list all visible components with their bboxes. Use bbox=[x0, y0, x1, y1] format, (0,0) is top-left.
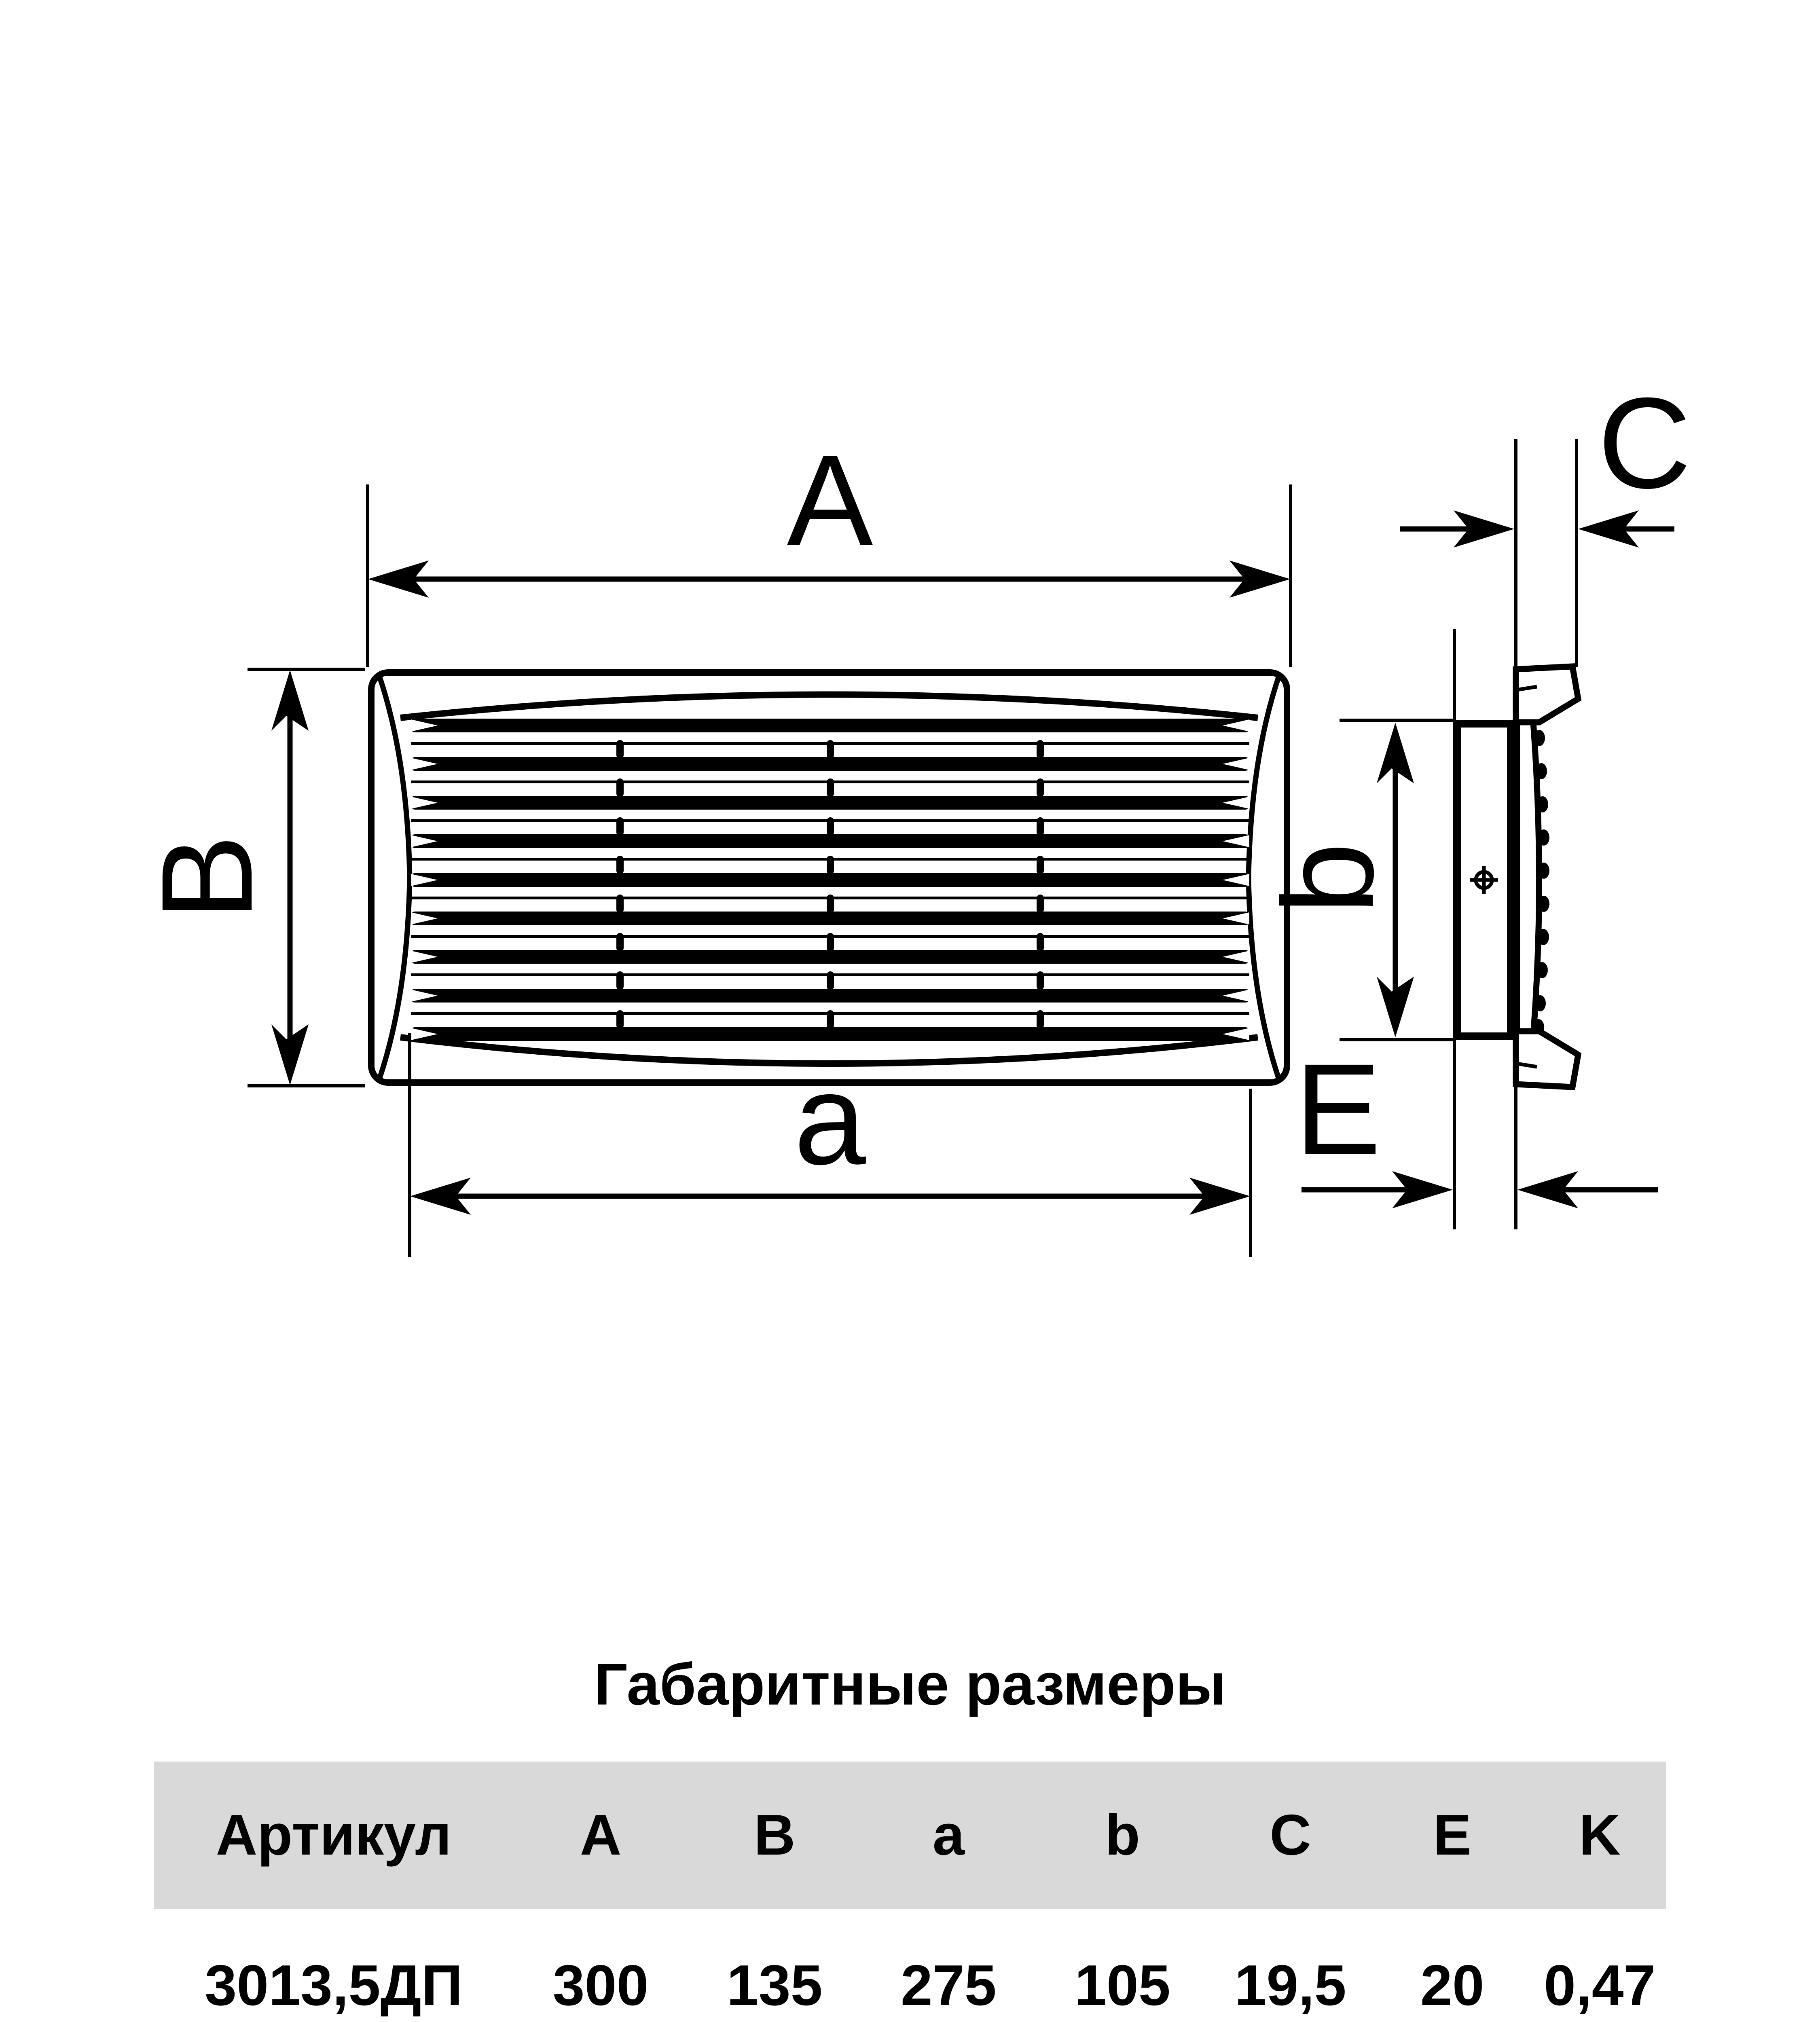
table-title: Габаритные размеры bbox=[594, 1651, 1226, 1717]
grille-frame bbox=[368, 669, 1290, 1086]
slat-line bbox=[411, 778, 1249, 797]
label-b: b bbox=[1255, 842, 1400, 914]
slat-line bbox=[411, 1010, 1249, 1029]
slat-line bbox=[411, 817, 1249, 836]
cell-A: 300 bbox=[552, 1953, 649, 2018]
side-view bbox=[1453, 439, 1582, 1229]
slat-line bbox=[411, 933, 1249, 952]
slat-bar bbox=[411, 1027, 1249, 1041]
arrowhead-down-icon bbox=[271, 1024, 309, 1085]
arrowhead-up-icon bbox=[271, 670, 309, 731]
label-A: A bbox=[787, 428, 874, 573]
cell-articul: 3013,5ДП bbox=[205, 1953, 463, 2018]
dimension-E: E bbox=[1295, 1036, 1658, 1208]
dimension-B: B bbox=[134, 668, 365, 1087]
label-a: a bbox=[794, 1047, 867, 1191]
cell-C: 19,5 bbox=[1234, 1953, 1346, 2018]
arrowhead-left-icon bbox=[1578, 510, 1639, 548]
slat-bar bbox=[411, 912, 1249, 925]
screen-bottom-arc bbox=[400, 1034, 1258, 1067]
cell-E: 20 bbox=[1420, 1953, 1484, 2018]
col-header-B: B bbox=[753, 1803, 796, 1867]
col-header-A: A bbox=[580, 1803, 622, 1867]
bezel-curve-left bbox=[377, 675, 413, 1080]
arrowhead-right-icon bbox=[1189, 1178, 1250, 1215]
face-curve bbox=[1530, 722, 1542, 1036]
col-header-b: b bbox=[1105, 1803, 1140, 1867]
dimension-a: a bbox=[408, 1033, 1252, 1257]
arrowhead-left-icon bbox=[1517, 1171, 1578, 1208]
flange-top-detail bbox=[1516, 685, 1537, 692]
col-header-K: K bbox=[1579, 1803, 1621, 1867]
slat-bars bbox=[411, 719, 1249, 1041]
slat-lines bbox=[411, 740, 1249, 1029]
slat-bar bbox=[411, 719, 1249, 732]
arrowhead-up-icon bbox=[1377, 723, 1414, 783]
label-B: B bbox=[134, 834, 279, 920]
slat-line bbox=[411, 856, 1249, 874]
flange-bottom bbox=[1513, 1028, 1582, 1090]
cell-K: 0,47 bbox=[1544, 1953, 1656, 2018]
table-header-row: Артикул A B a b C E K bbox=[154, 1762, 1666, 1909]
col-header-C: C bbox=[1270, 1803, 1311, 1867]
slat-bar bbox=[411, 873, 1249, 887]
datum-target-icon bbox=[1470, 866, 1498, 894]
label-E: E bbox=[1295, 1036, 1381, 1181]
slat-bar bbox=[411, 757, 1249, 771]
arrowhead-left-icon bbox=[368, 560, 429, 598]
flange-bottom-detail bbox=[1516, 1062, 1537, 1069]
slat-line bbox=[411, 895, 1249, 913]
col-header-a: a bbox=[932, 1803, 965, 1867]
slat-bar bbox=[411, 796, 1249, 810]
cell-b: 105 bbox=[1074, 1953, 1170, 2018]
slat-bar bbox=[411, 950, 1249, 964]
front-view bbox=[368, 669, 1290, 1086]
dimension-C: C bbox=[1400, 370, 1691, 667]
arrowhead-right-icon bbox=[1230, 560, 1290, 598]
dimension-b: b bbox=[1255, 719, 1453, 1041]
arrowhead-left-icon bbox=[410, 1178, 471, 1215]
label-C: C bbox=[1598, 370, 1691, 515]
arrowhead-down-icon bbox=[1377, 977, 1414, 1037]
cell-B: 135 bbox=[726, 1953, 823, 2018]
slat-bar bbox=[411, 834, 1249, 848]
screen-top-arc bbox=[400, 691, 1258, 721]
cell-a: 275 bbox=[900, 1953, 997, 2018]
technical-drawing: A B a b bbox=[134, 370, 1691, 1257]
slat-bar bbox=[411, 989, 1249, 1003]
table-row: 3013,5ДП 300 135 275 105 19,5 20 0,47 bbox=[154, 1953, 1666, 2018]
slat-line bbox=[411, 740, 1249, 759]
arrowhead-right-icon bbox=[1454, 510, 1514, 548]
col-header-E: E bbox=[1433, 1803, 1472, 1867]
col-header-articul: Артикул bbox=[216, 1803, 452, 1867]
dimension-A: A bbox=[366, 428, 1292, 667]
flange-top bbox=[1513, 663, 1582, 725]
slat-line bbox=[411, 971, 1249, 990]
arrowhead-right-icon bbox=[1392, 1171, 1453, 1208]
